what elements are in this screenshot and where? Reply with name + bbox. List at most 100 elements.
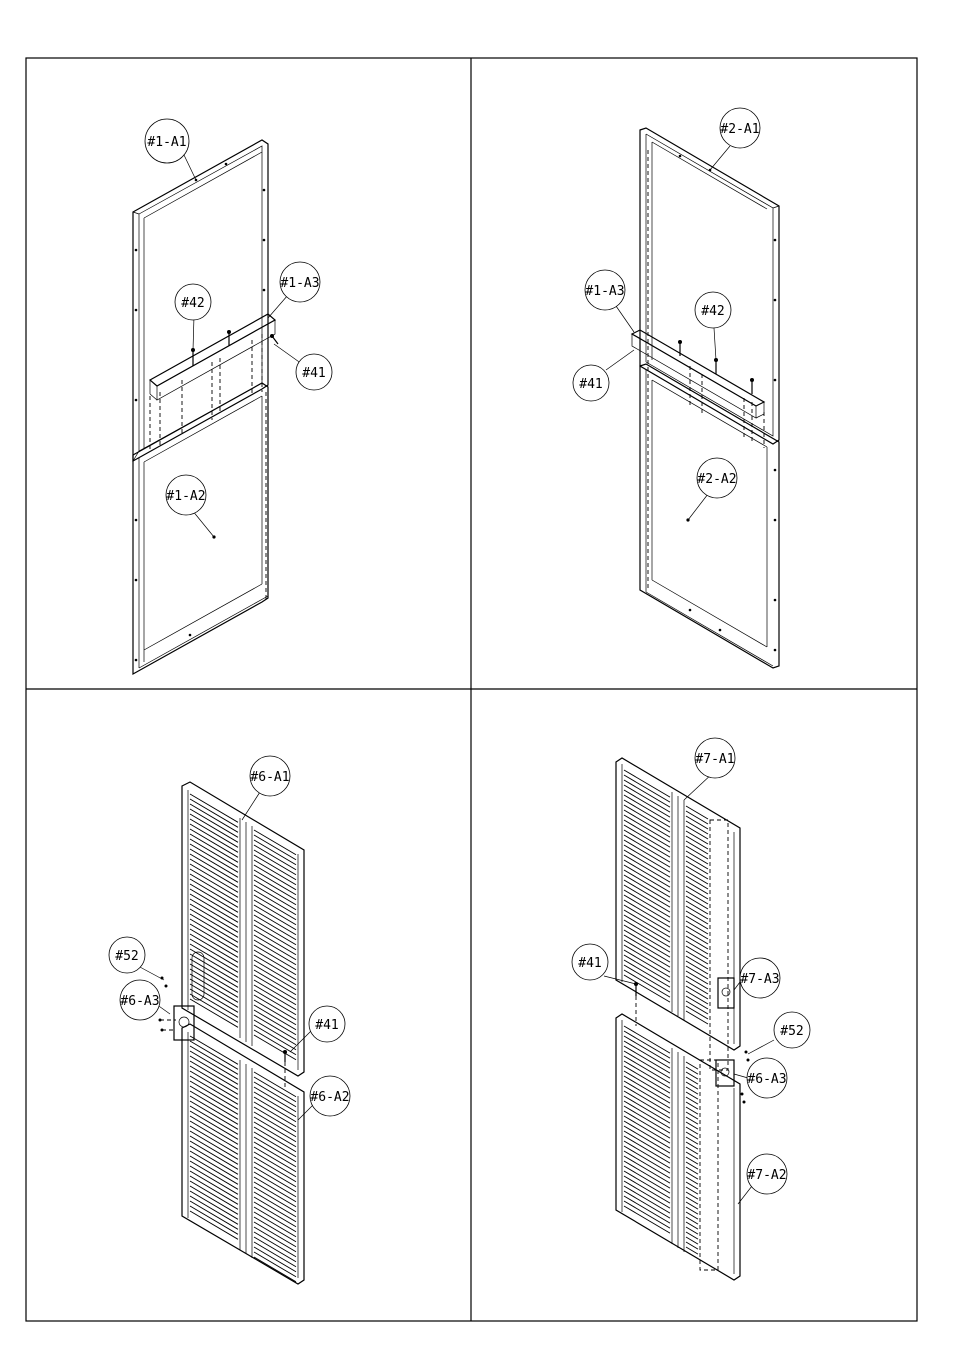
louver-slat	[254, 860, 296, 885]
panel-2-diagram	[606, 128, 779, 668]
frame-2-a2	[640, 364, 779, 668]
callout-label: #6-A2	[310, 1090, 349, 1105]
louver-slat	[254, 1142, 296, 1167]
louver-slat	[254, 1000, 296, 1025]
callout-6-a3-panel-3: #6-A3	[120, 980, 160, 1020]
callout-label: #7-A1	[695, 752, 734, 767]
callout-label: #52	[115, 949, 138, 964]
louver-slat	[254, 945, 296, 970]
louver-slat	[254, 1035, 296, 1060]
louver-slat	[254, 1227, 296, 1252]
louver-slat	[254, 1177, 296, 1202]
callout-label: #41	[315, 1018, 338, 1033]
callout-label: #1-A3	[585, 284, 624, 299]
callout-41-panel-3: #41	[309, 1006, 345, 1042]
louver-slat	[254, 1107, 296, 1132]
louver-slat	[254, 900, 296, 925]
louver-slat	[254, 1072, 296, 1097]
louver-slat	[254, 1212, 296, 1237]
louver-slat	[254, 1082, 296, 1107]
louver-slat	[254, 905, 296, 930]
louver-slat	[254, 1097, 296, 1122]
callout-41-panel-1: #41	[296, 354, 332, 390]
callout-label: #6-A1	[250, 770, 289, 785]
louver-slat	[254, 855, 296, 880]
louver-slat	[254, 950, 296, 975]
louver-slat	[254, 880, 296, 905]
callout-label: #41	[579, 377, 602, 392]
louver-slat	[254, 1232, 296, 1257]
louver-slats-6-a1	[190, 794, 296, 1060]
alignment-lines-2	[648, 150, 764, 590]
louver-slat	[254, 965, 296, 990]
frame-1-a2	[133, 383, 268, 674]
callout-6-a2: #6-A2	[310, 1076, 350, 1116]
louver-slat	[254, 840, 296, 865]
louver-slat	[254, 1182, 296, 1207]
louver-slat	[254, 1247, 296, 1272]
callout-label: #6-A3	[120, 994, 159, 1009]
louver-slat	[254, 1137, 296, 1162]
louver-slat	[254, 890, 296, 915]
louver-slat	[254, 1122, 296, 1147]
callout-7-a2: #7-A2	[747, 1154, 787, 1194]
louver-slat	[254, 1242, 296, 1267]
louver-slat	[254, 990, 296, 1015]
louver-slat	[254, 1202, 296, 1227]
louver-slat	[254, 1030, 296, 1055]
louver-slat	[254, 980, 296, 1005]
louver-slat	[254, 1112, 296, 1137]
frame-2-a1	[640, 128, 779, 444]
callout-6-a1: #6-A1	[250, 756, 290, 796]
louver-slat	[254, 985, 296, 1010]
louver-slat	[254, 920, 296, 945]
callout-52-panel-3: #52	[109, 937, 145, 973]
callout-1-a2: #1-A2	[166, 475, 206, 515]
louver-slat	[254, 1147, 296, 1172]
callout-1-a1: #1-A1	[145, 119, 189, 163]
louver-slat	[254, 870, 296, 895]
louver-slat	[254, 875, 296, 900]
louver-slat	[254, 935, 296, 960]
panel-4-diagram	[604, 758, 774, 1280]
louver-slat	[254, 1010, 296, 1035]
callout-label: #6-A3	[747, 1072, 786, 1087]
louver-slats-7-a2	[624, 1026, 698, 1254]
louver-slats-6-a2	[190, 1036, 296, 1282]
louver-slat	[254, 1102, 296, 1127]
panel-1-diagram	[133, 140, 302, 674]
louver-slat	[254, 850, 296, 875]
louver-slat	[254, 955, 296, 980]
callout-label: #7-A2	[747, 1168, 786, 1183]
louver-slat	[254, 1217, 296, 1242]
louver-slat	[254, 1152, 296, 1177]
louver-slat	[254, 865, 296, 890]
louver-slat	[254, 885, 296, 910]
louver-slat	[254, 975, 296, 1000]
louver-slat	[254, 1092, 296, 1117]
callout-label: #2-A2	[697, 472, 736, 487]
callout-label: #1-A2	[166, 489, 205, 504]
louver-slat	[254, 845, 296, 870]
louver-slat	[254, 910, 296, 935]
callout-41-panel-2: #41	[573, 365, 609, 401]
rail-1-a3	[150, 314, 275, 400]
screws-1	[191, 330, 278, 366]
louver-slat	[254, 895, 296, 920]
frame-holes-1	[135, 163, 266, 662]
louver-slat	[254, 1197, 296, 1222]
bracket-6-a3-panel-4	[716, 1060, 734, 1086]
louver-slat	[254, 925, 296, 950]
louver-slat	[254, 995, 296, 1020]
louver-slat	[254, 1157, 296, 1182]
callout-2-a2: #2-A2	[697, 458, 737, 498]
callout-7-a1: #7-A1	[695, 738, 735, 778]
callout-52-panel-4: #52	[774, 1012, 810, 1048]
louver-slat	[254, 1132, 296, 1157]
louver-slat	[254, 1172, 296, 1197]
louver-slat	[254, 1015, 296, 1040]
callout-7-a3: #7-A3	[740, 958, 780, 998]
louver-slat	[254, 1127, 296, 1152]
louver-slat	[254, 1087, 296, 1112]
